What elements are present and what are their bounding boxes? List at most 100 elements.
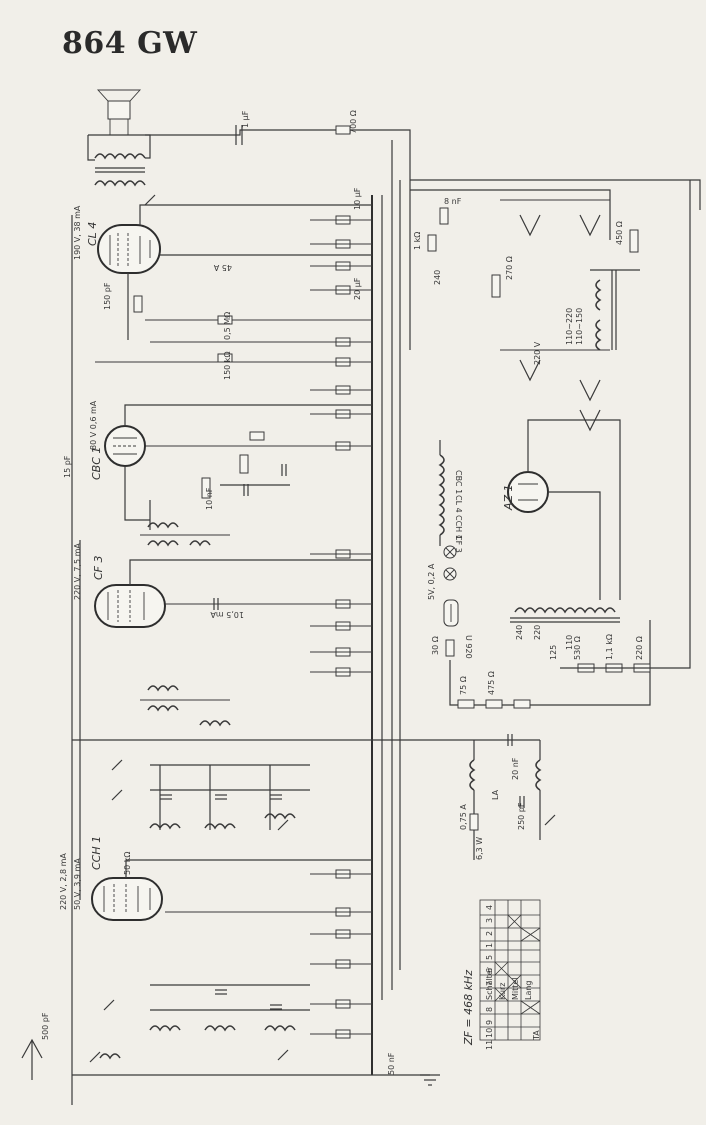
lamp-63-label: 6,3 W (475, 837, 484, 860)
c-10nf-label: 10 nF (205, 487, 214, 510)
c-250pf-label: 250 pF (517, 802, 526, 830)
az1-anode-wire (548, 491, 601, 600)
table-col-9: 9 (485, 1020, 494, 1025)
if-frequency-label: ZF = 468 kHz (462, 970, 475, 1046)
c-screen-label: 10 μF (353, 187, 362, 210)
ground-icon (420, 1074, 440, 1086)
cch-supply-label: 220 V, 2,8 mA (59, 853, 68, 910)
c-500pf-label: 500 pF (41, 1012, 50, 1040)
table-col-7: 7 (485, 981, 494, 986)
c-out-label: 1 μF (241, 110, 250, 128)
v-110-tap: 110 (565, 635, 574, 650)
az1-cathode-wire (527, 419, 621, 600)
right-return-wire (560, 180, 691, 669)
speaker-wire (87, 135, 95, 161)
table-row-2: Lang (524, 980, 533, 1000)
r-top-label: 700 Ω (349, 110, 358, 134)
table-header-0: Schalter (485, 966, 494, 1000)
speaker-icon (96, 89, 142, 135)
table-col-10: 10 (485, 1028, 494, 1038)
table-row-3: TA (532, 1030, 541, 1041)
table-col-5: 5 (485, 955, 494, 960)
r-50k-label: 50 kΩ (123, 852, 132, 875)
v-220-tap: 220 (533, 625, 542, 640)
cl4-supply-label: 190 V, 38 mA (73, 205, 82, 260)
r-11k-label: 1,1 kΩ (605, 634, 614, 660)
resistor-8 (439, 207, 449, 225)
table-col-headers: 1 2 3 4 5 6 7 8 9 10 11 (485, 905, 494, 1050)
lamp-label: 5V, 0,2 A (427, 563, 436, 600)
table-col-4: 4 (485, 905, 494, 910)
tube-cf3-label: CF 3 (92, 555, 105, 580)
resistor-cbc (201, 477, 211, 499)
r-30-label: 30 Ω (431, 636, 440, 655)
ballast-label: U 920 (464, 635, 473, 659)
heater-label-2: CCH 1 (454, 515, 463, 540)
r-530-label: 530 Ω (573, 636, 582, 660)
cf3-anode-wire (129, 559, 372, 585)
cbc-grid-wire (124, 466, 150, 521)
capacitor-symbols (160, 464, 525, 1010)
r-220-label: 220 Ω (635, 636, 644, 660)
resistor-column (335, 215, 351, 1039)
c-150pf-label: 150 pF (103, 282, 112, 310)
pilot-lamp-icon (443, 545, 457, 581)
speaker-wire-b (145, 134, 151, 159)
resistor-475 (485, 699, 503, 709)
mains-transformer-icon (590, 269, 640, 351)
resistor-1k (427, 234, 437, 252)
resistor-30 (445, 639, 455, 657)
resistor-450 (629, 229, 639, 253)
c-15pf-label: 15 pF (63, 455, 72, 478)
r-270-label: 270 Ω (505, 256, 514, 280)
band-switches-icon (89, 194, 556, 1063)
resistor-270 (491, 274, 501, 298)
c-20nf-label: 20 nF (511, 757, 520, 780)
resistor-75 (457, 699, 475, 709)
resistor-075a (469, 813, 479, 831)
tube-cch1-label: CCH 1 (90, 836, 103, 870)
table-row-0: Kurz (498, 983, 507, 1000)
heater-label-3: CF 3 (454, 535, 463, 553)
c-50nf-label: 50 nF (387, 1052, 396, 1075)
v-220v-label: 220 V (533, 341, 542, 365)
r-450-label: 450 Ω (615, 221, 624, 245)
antenna-icon (21, 1038, 43, 1080)
res-075-label: 0,75 A (459, 804, 468, 830)
v-125-tap: 125 (549, 645, 558, 660)
r-75-label: 75 Ω (459, 676, 468, 695)
table-col-3: 3 (485, 918, 494, 923)
table-col-6: 6 (485, 968, 494, 973)
tube-cf3-icon (94, 584, 166, 628)
table-col-1: 1 (485, 943, 494, 948)
mains-switch-icon (500, 199, 610, 432)
resistor-1m (249, 431, 265, 441)
oscillator-coils-icon (72, 984, 430, 1076)
top-feedback-wire (88, 129, 411, 140)
tube-cl4-icon (97, 224, 161, 274)
r-150k-label: 150 kΩ (223, 351, 232, 380)
v-240-tap: 240 (515, 625, 524, 640)
resistor-05k (239, 454, 249, 474)
tube-az1-label: AZ 1 (502, 484, 515, 511)
mains-2-label: 110~150 (575, 308, 584, 345)
heater-label-1: CL 4 (454, 495, 463, 513)
resistor-grid (133, 295, 143, 313)
tube-cbc1-label: CBC 1 (90, 447, 103, 480)
mains-1-label: 110~220 (565, 308, 574, 345)
power-transformer-icon (510, 607, 620, 623)
horizontal-ties (95, 219, 372, 1035)
table-col-2: 2 (485, 931, 494, 936)
resistor-pot (513, 699, 531, 709)
rf-coils-icon (149, 764, 310, 830)
tube-cl4-label: CL 4 (86, 222, 99, 246)
page-title: 864 GW (62, 26, 198, 61)
cch-screen-label: 50 V, 3,9 mA (73, 858, 82, 910)
if-transformer-2-icon (140, 522, 230, 547)
switch-table (479, 899, 541, 1041)
r-cath-label: 45 A (213, 263, 232, 272)
cbc-anode-wire (124, 404, 372, 426)
resistor-150k (217, 353, 233, 363)
